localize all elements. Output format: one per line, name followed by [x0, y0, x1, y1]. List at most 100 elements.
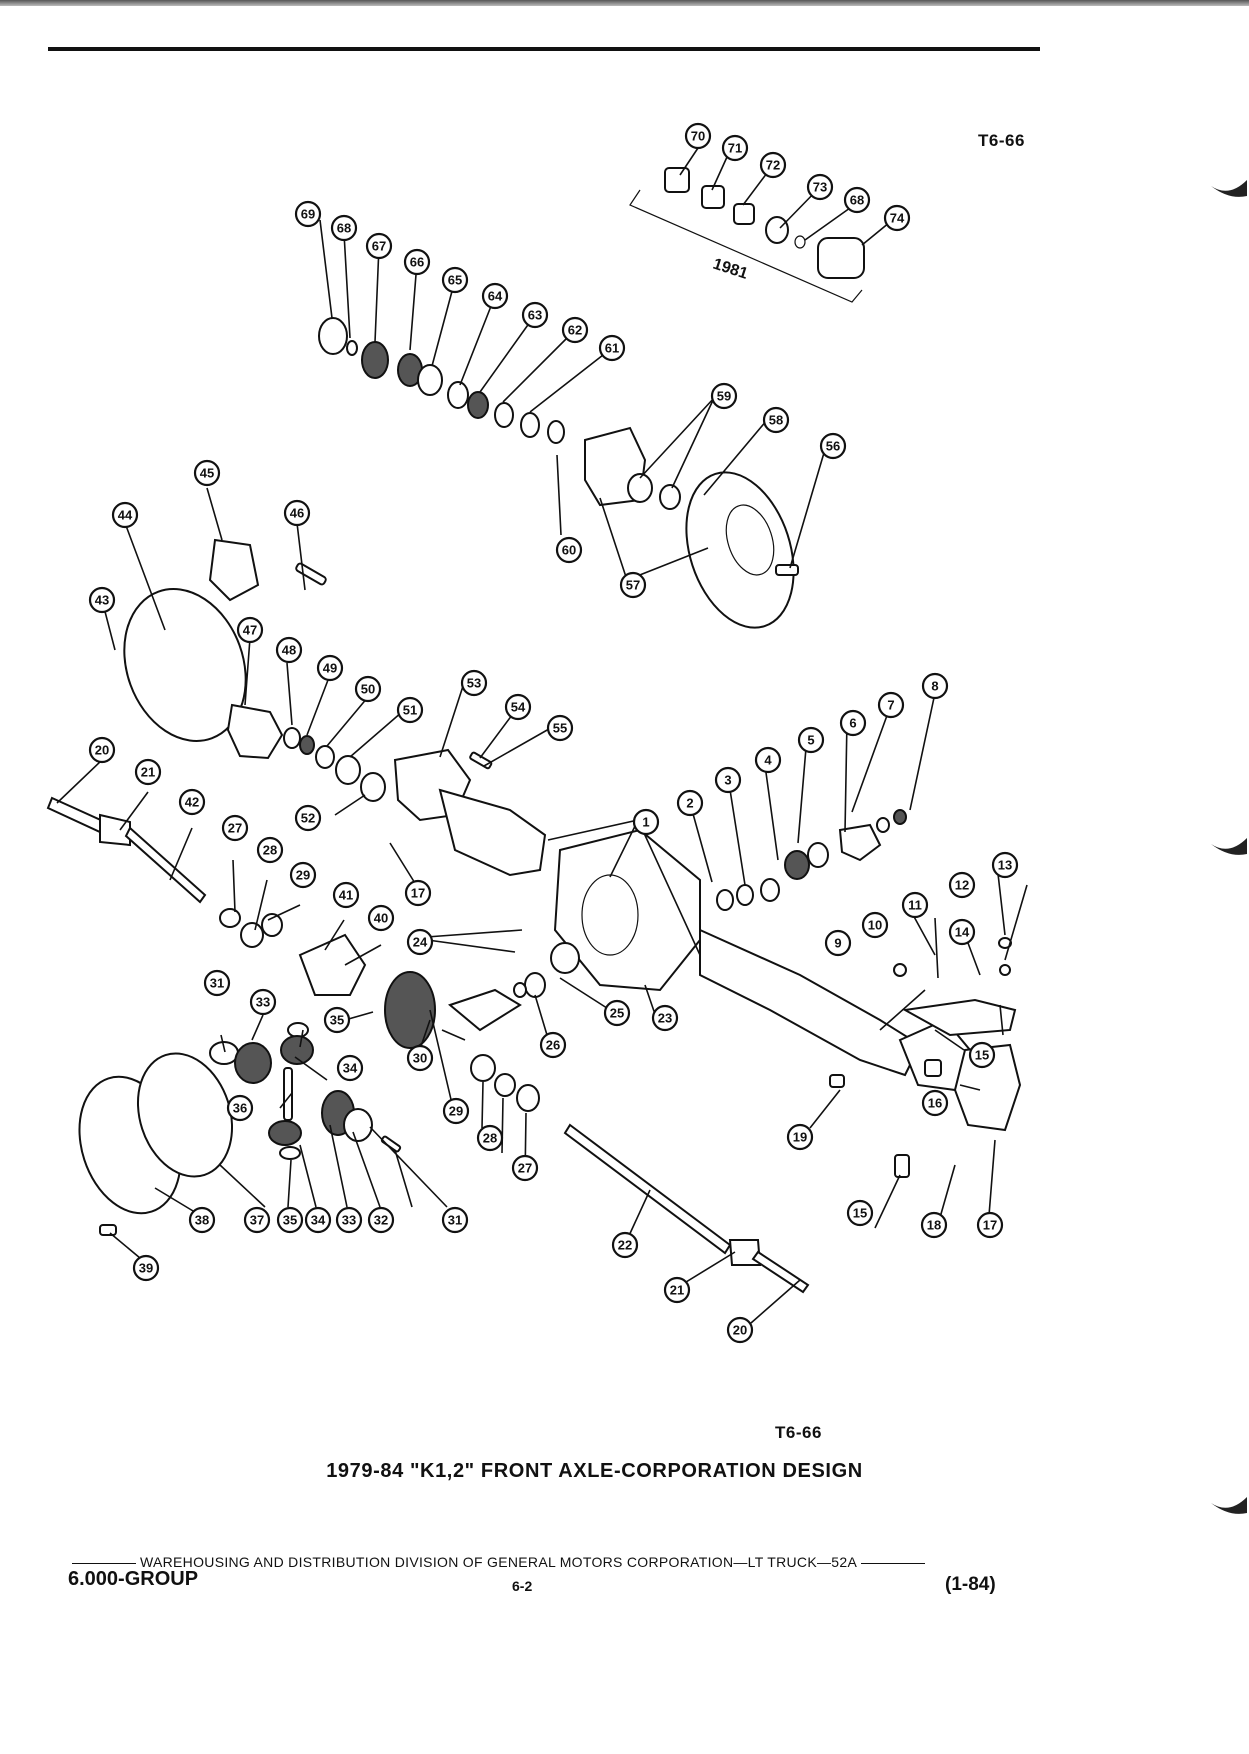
- footer-division-text: WAREHOUSING AND DISTRIBUTION DIVISION OF…: [140, 1554, 858, 1570]
- svg-text:64: 64: [488, 289, 503, 304]
- svg-text:9: 9: [834, 936, 841, 951]
- svg-text:36: 36: [233, 1101, 247, 1116]
- svg-text:42: 42: [185, 795, 199, 810]
- svg-text:4: 4: [764, 753, 772, 768]
- callout-40: 40: [367, 904, 395, 932]
- callout-23: 23: [651, 1004, 679, 1032]
- callout-45: 45: [193, 459, 221, 487]
- seal-part: [318, 317, 348, 355]
- callout-5: 5: [797, 726, 825, 754]
- svg-text:31: 31: [210, 976, 224, 991]
- svg-text:29: 29: [449, 1104, 463, 1119]
- page-number: 6-2: [512, 1578, 533, 1594]
- svg-text:62: 62: [568, 323, 582, 338]
- svg-text:15: 15: [853, 1206, 867, 1221]
- callout-17-left: 17: [404, 879, 432, 907]
- svg-text:51: 51: [403, 703, 417, 718]
- svg-text:73: 73: [813, 180, 827, 195]
- svg-text:21: 21: [141, 765, 155, 780]
- bearing-stack: [318, 317, 565, 444]
- callout-50: 50: [354, 675, 382, 703]
- inner-shaft-left-part: [124, 826, 207, 904]
- svg-text:3: 3: [724, 773, 731, 788]
- svg-text:25: 25: [610, 1006, 624, 1021]
- binder-hole-mark: [1211, 1497, 1247, 1514]
- svg-text:11: 11: [908, 898, 922, 913]
- svg-text:23: 23: [658, 1011, 672, 1026]
- svg-text:47: 47: [243, 623, 257, 638]
- callout-28-top: 28: [256, 836, 284, 864]
- callout-29-top: 29: [289, 861, 317, 889]
- svg-text:22: 22: [618, 1238, 632, 1253]
- caliper-bracket-part: [208, 538, 260, 602]
- steering-arm-part: [901, 998, 1017, 1037]
- svg-text:60: 60: [562, 543, 576, 558]
- figure-code-bottom: T6-66: [775, 1423, 822, 1442]
- callout-28-bottom: 28: [476, 1124, 504, 1152]
- callout-68-top: 68: [843, 186, 871, 214]
- hub-and-rotor: [584, 426, 799, 629]
- hub-lock-parts: [664, 167, 865, 279]
- callout-27-bottom: 27: [511, 1154, 539, 1182]
- callout-52: 52: [294, 804, 322, 832]
- svg-text:46: 46: [290, 506, 304, 521]
- callout-36: 36: [226, 1094, 254, 1122]
- svg-text:6: 6: [849, 716, 856, 731]
- svg-text:74: 74: [890, 211, 905, 226]
- svg-text:28: 28: [263, 843, 277, 858]
- bearing-part: [361, 341, 389, 379]
- differential-parts: [78, 908, 580, 1236]
- callout-33-bottom: 33: [335, 1206, 363, 1234]
- axle-shafts: [46, 796, 810, 1294]
- svg-text:40: 40: [374, 911, 388, 926]
- callout-69: 69: [294, 200, 322, 228]
- callout-34-bottom: 34: [304, 1206, 332, 1234]
- rotor-part: [685, 471, 795, 629]
- svg-text:68: 68: [850, 193, 864, 208]
- svg-text:43: 43: [95, 593, 109, 608]
- stud-part: [775, 564, 799, 576]
- inner-shaft-right-part: [563, 1123, 732, 1255]
- svg-text:16: 16: [928, 1096, 942, 1111]
- svg-text:57: 57: [626, 578, 640, 593]
- callout-60: 60: [555, 536, 583, 564]
- svg-text:65: 65: [448, 273, 462, 288]
- callout-35-bottom: 35: [276, 1206, 304, 1234]
- spindle-part: [226, 703, 284, 760]
- svg-text:27: 27: [518, 1161, 532, 1176]
- svg-text:52: 52: [301, 811, 315, 826]
- svg-text:68: 68: [337, 221, 351, 236]
- callout-15-bottom: 15: [846, 1199, 874, 1227]
- svg-text:33: 33: [256, 995, 270, 1010]
- callout-71: 71: [721, 134, 749, 162]
- svg-text:10: 10: [868, 918, 882, 933]
- callout-11: 11: [901, 891, 929, 919]
- callout-1: 1: [632, 808, 660, 836]
- binder-hole-mark: [1211, 838, 1247, 855]
- u-joint-left-part: [99, 813, 131, 847]
- callout-41: 41: [332, 881, 360, 909]
- callout-59: 59: [710, 382, 738, 410]
- svg-text:28: 28: [483, 1131, 497, 1146]
- callout-3: 3: [714, 766, 742, 794]
- outer-knuckle-part: [953, 1043, 1022, 1132]
- svg-text:19: 19: [793, 1130, 807, 1145]
- callout-6: 6: [839, 709, 867, 737]
- callout-57: 57: [619, 571, 647, 599]
- callout-27-top: 27: [221, 814, 249, 842]
- callout-74: 74: [883, 204, 911, 232]
- svg-text:44: 44: [118, 508, 133, 523]
- callout-14: 14: [948, 918, 976, 946]
- callout-68: 68: [330, 214, 358, 242]
- callout-42: 42: [178, 788, 206, 816]
- svg-text:21: 21: [670, 1283, 684, 1298]
- callout-67: 67: [365, 232, 393, 260]
- callout-66: 66: [403, 248, 431, 276]
- callout-33-top: 33: [249, 988, 277, 1016]
- callout-47: 47: [236, 616, 264, 644]
- callout-55: 55: [546, 714, 574, 742]
- revision-date: (1-84): [945, 1574, 996, 1595]
- svg-text:63: 63: [528, 308, 542, 323]
- callout-2: 2: [676, 789, 704, 817]
- svg-text:50: 50: [361, 682, 375, 697]
